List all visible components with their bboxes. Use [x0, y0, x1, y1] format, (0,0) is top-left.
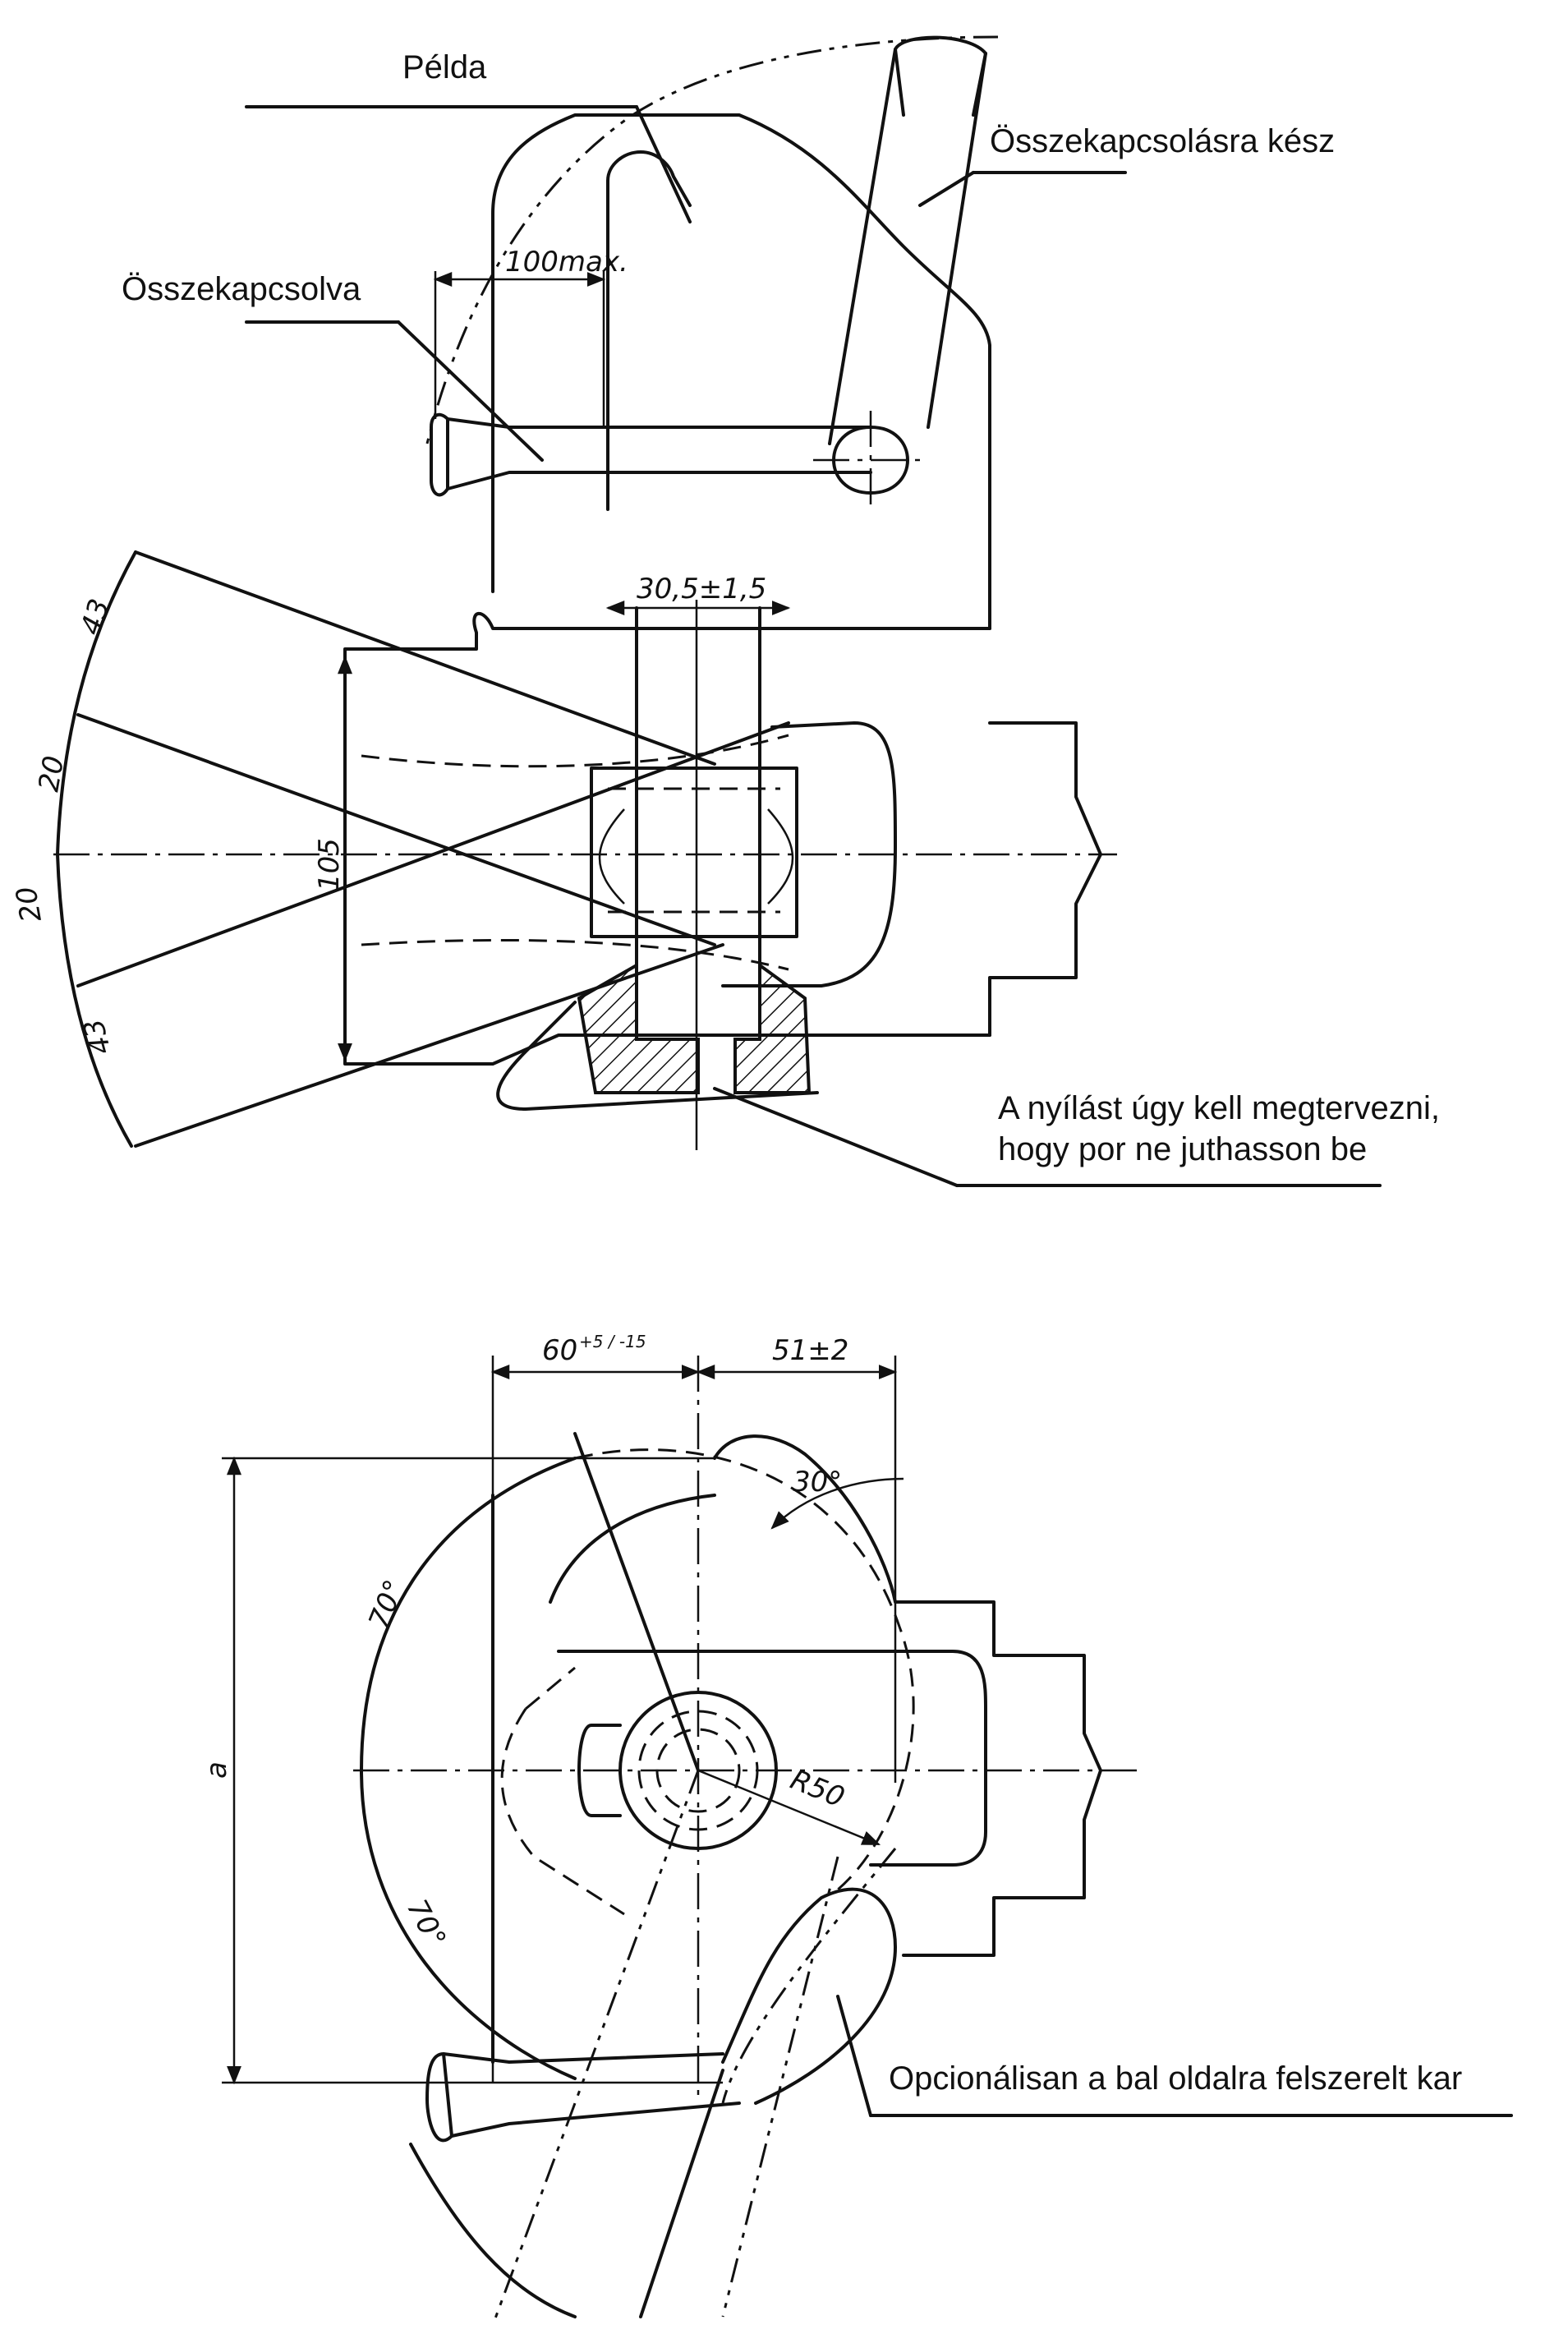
pin-cage-arc-left	[598, 808, 625, 905]
dim-100-text: 100max.	[505, 246, 628, 279]
optional-handle-bar	[442, 2052, 741, 2138]
optional-handle-lower	[409, 2069, 724, 2318]
optional-handle-swing	[721, 1848, 897, 2318]
angle-line-1	[134, 550, 716, 766]
angle-line-4	[134, 943, 724, 1148]
dim-30-5-text: 30,5±1,5	[637, 573, 766, 605]
angle-70-bottom-text: 70°	[400, 1894, 453, 1953]
dim-105-text: 105	[313, 838, 346, 891]
bottom-swing-arc	[360, 1457, 577, 2080]
pin-boss	[577, 1724, 622, 1817]
coupled-leader-diag	[397, 320, 544, 462]
hatched-socket	[577, 962, 700, 1094]
hook-profile	[721, 721, 897, 987]
dim-51-text: 51±2	[772, 1334, 848, 1367]
angle-line-2	[76, 713, 716, 946]
pin-cage-arc-right	[767, 808, 794, 905]
label-coupled: Összekapcsolva	[122, 271, 361, 307]
optional-lever-outline	[721, 1887, 897, 2105]
opening-leader-diag	[713, 1087, 959, 1187]
coupler-body-outline	[491, 113, 991, 630]
dim-60-text: 60	[542, 1334, 577, 1367]
bottom-swing-arc-hidden	[574, 1448, 915, 1891]
dim-20-top-text: 20	[32, 753, 71, 794]
label-optional: Opcionálisan a bal oldalra felszerelt ka…	[889, 2060, 1462, 2097]
dim-20-bottom-text: 20	[10, 884, 48, 925]
radial-line-bottom	[491, 1770, 700, 2326]
inner-slot	[606, 150, 692, 511]
coupler-head	[343, 611, 991, 1066]
bottom-inner-hidden	[500, 1666, 625, 1916]
bottom-view	[222, 1356, 1513, 2326]
angle-arc	[56, 550, 137, 1148]
socket-bottom	[496, 1001, 819, 1111]
label-pelda: Példa	[402, 49, 487, 85]
coupled-handle	[430, 412, 449, 497]
angle-30-text: 30°	[793, 1466, 842, 1498]
pelda-leader-diag	[635, 105, 692, 223]
top-view	[53, 35, 1382, 1187]
hatched-socket-right	[733, 962, 812, 1094]
label-opening-line1: A nyílást úgy kell megtervezni,	[998, 1090, 1440, 1126]
optional-leader-diag	[836, 1995, 872, 2117]
dim-a-text: a	[200, 1761, 233, 1779]
bottom-inner-slot	[557, 1650, 987, 1867]
bottom-body-left	[491, 1494, 716, 2064]
label-opening-line2: hogy por ne juthasson be	[998, 1131, 1367, 1167]
optional-handle	[425, 2052, 453, 2143]
pin-cage-inner	[608, 787, 780, 914]
dim-60-tol-text: +5 / -15	[579, 1332, 646, 1351]
angle-line-3	[76, 721, 790, 987]
ready-handle-grip	[894, 48, 987, 117]
ready-leader-diag	[918, 171, 975, 207]
dim-43-bottom-text: 43	[77, 1015, 118, 1058]
pin-cage	[590, 766, 798, 938]
hook-hidden-line	[361, 734, 789, 971]
right-body	[988, 721, 1102, 1037]
ready-handle	[828, 35, 987, 445]
label-ready: Összekapcsolásra kész	[990, 123, 1335, 159]
bottom-body-outline	[713, 1434, 1102, 1957]
r50-line	[697, 1769, 881, 1846]
top-swing-arc	[425, 35, 999, 444]
angle-30-arc	[770, 1477, 904, 1530]
angle-70-top-text: 70°	[362, 1576, 412, 1634]
radial-line-top	[573, 1432, 700, 1772]
